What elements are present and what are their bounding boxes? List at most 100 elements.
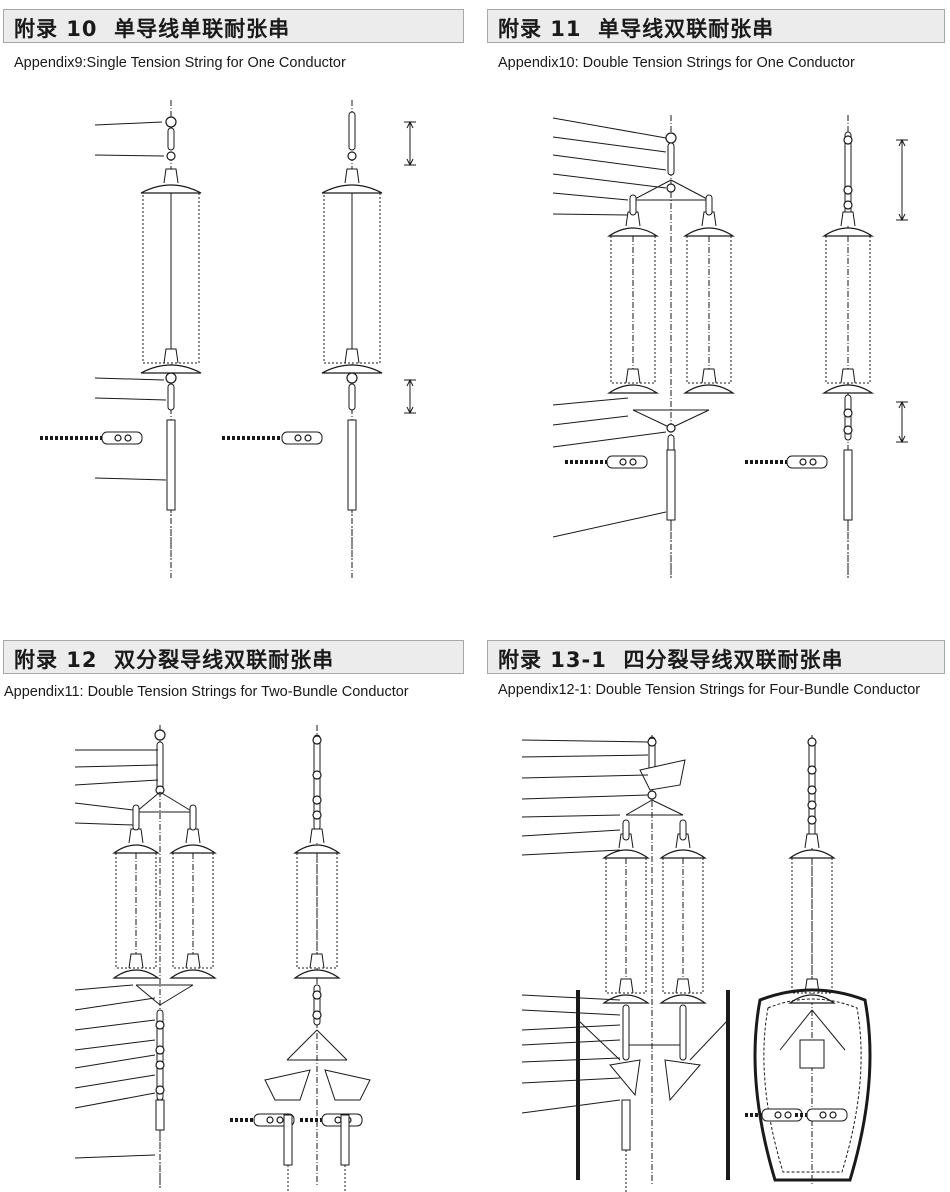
shackle-ring: [347, 151, 357, 161]
jumper-tube: [621, 1099, 631, 1151]
shackle-ring: [312, 795, 322, 805]
leader-line: [521, 1077, 621, 1084]
jumper-tube: [283, 1114, 293, 1166]
shackle-ring: [312, 770, 322, 780]
section-title: 附录 11 单导线双联耐张串: [498, 17, 775, 41]
insulator-disc: [112, 844, 160, 854]
shackle-ring: [807, 785, 817, 795]
insulator-disc: [683, 384, 735, 394]
leader-line: [521, 829, 621, 837]
link-plate: [189, 804, 197, 831]
leader-line: [74, 1039, 156, 1051]
shackle-ring: [807, 737, 817, 747]
leader-line: [521, 1057, 621, 1063]
shackle-ring: [774, 1111, 782, 1119]
leader-line: [74, 984, 134, 991]
yoke-plate: [159, 791, 194, 813]
shackle-ring: [843, 408, 853, 418]
leader-line: [552, 397, 629, 406]
shackle-ring: [276, 1116, 284, 1124]
leader-line: [74, 1019, 156, 1031]
insulator-disc: [659, 994, 707, 1004]
shackle-ring: [346, 372, 358, 384]
link-plate: [348, 383, 356, 411]
tension-clamp: [786, 455, 828, 469]
shackle-ring: [843, 425, 853, 435]
leader-line: [521, 1099, 621, 1114]
leader-line: [94, 477, 167, 481]
insulator-disc: [140, 184, 202, 194]
yoke-plate: [670, 179, 710, 201]
shackle-ring: [843, 200, 853, 210]
tension-clamp: [806, 1108, 848, 1122]
insulator-cap: [128, 828, 144, 844]
insulator-disc: [140, 364, 202, 374]
yoke-plate: [670, 409, 710, 429]
tension-clamp: [101, 431, 143, 445]
shackle-ring: [666, 423, 676, 433]
shackle-ring: [114, 434, 122, 442]
arrow-icon: [898, 435, 906, 444]
insulator-disc: [169, 969, 217, 979]
leader-line: [94, 377, 165, 381]
leader-line: [552, 213, 629, 216]
leader-line: [552, 117, 667, 139]
insulator-cap: [309, 828, 325, 844]
jumper-tube: [347, 419, 357, 511]
insulator-cap: [163, 168, 179, 184]
insulator-disc: [602, 994, 650, 1004]
link-plate: [622, 1004, 630, 1061]
leader-line: [552, 415, 629, 426]
leader-line: [74, 764, 159, 768]
shackle-ring: [807, 765, 817, 775]
section-title: 附录 13-1 四分裂导线双联耐张串: [498, 648, 844, 672]
leader-line: [521, 739, 649, 743]
leader-line: [94, 121, 163, 126]
leader-line: [74, 1092, 156, 1109]
shackle-ring: [165, 116, 177, 128]
leader-line: [521, 794, 649, 800]
jumper-tube: [666, 449, 676, 521]
shackle-ring: [155, 1085, 165, 1095]
section-header-appendix-11: 附录 11 单导线双联耐张串: [487, 9, 945, 43]
grading-ring-inner: [763, 998, 862, 1173]
insulator-disc: [602, 849, 650, 859]
shackle-ring: [312, 810, 322, 820]
leader-line: [521, 814, 621, 818]
insulator-cap: [309, 953, 325, 969]
insulator-cap: [185, 953, 201, 969]
leader-line: [521, 1009, 621, 1016]
arrow-icon: [406, 378, 414, 387]
insulator-cap: [128, 953, 144, 969]
leader-line: [552, 431, 667, 448]
insulator-disc: [788, 849, 836, 859]
arrow-icon: [898, 138, 906, 147]
section-subtitle: Appendix9:Single Tension String for One …: [14, 55, 346, 71]
insulator-cap: [625, 368, 641, 384]
shackle-ring: [666, 183, 676, 193]
insulator-disc: [822, 384, 874, 394]
brace: [689, 1019, 729, 1061]
leader-line: [552, 136, 667, 153]
insulator-disc: [659, 849, 707, 859]
arrow-icon: [898, 400, 906, 409]
insulator-cap: [618, 978, 634, 994]
insulator-cap: [701, 368, 717, 384]
yoke-plate: [625, 799, 653, 816]
shackle-ring: [124, 434, 132, 442]
insulator-disc: [607, 384, 659, 394]
leader-line: [521, 1024, 621, 1031]
tension-clamp: [606, 455, 648, 469]
leader-line: [74, 802, 134, 811]
leader-line: [74, 997, 156, 1011]
leader-line: [552, 154, 667, 171]
yoke-plate: [799, 1039, 825, 1069]
yoke-plate: [159, 984, 194, 1006]
link-plate: [167, 127, 175, 151]
grading-ring: [753, 988, 872, 1182]
leader-line: [521, 754, 649, 758]
leader-line: [552, 173, 667, 189]
shackle-ring: [843, 185, 853, 195]
insulator-cap: [804, 833, 820, 849]
shackle-ring: [155, 1060, 165, 1070]
